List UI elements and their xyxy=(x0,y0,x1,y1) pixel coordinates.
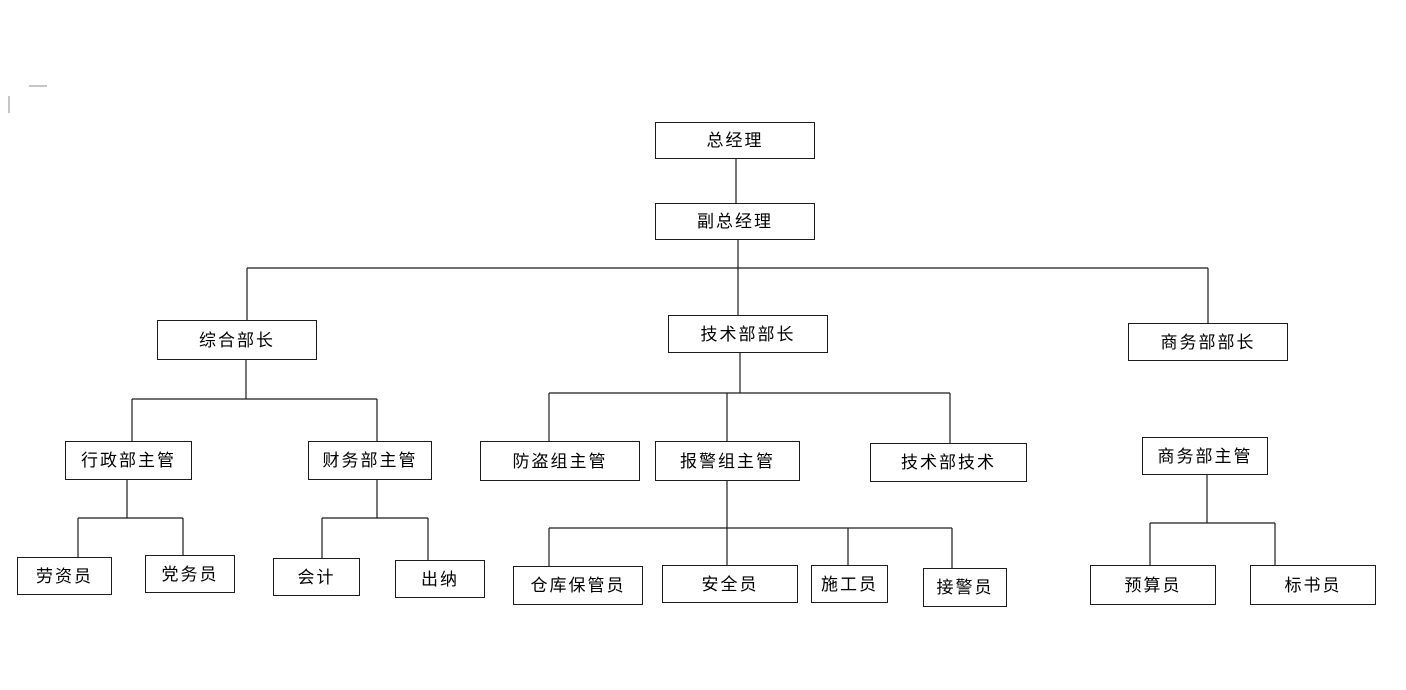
org-node-cwzg[interactable]: 财务部主管 xyxy=(308,441,432,480)
org-node-swbz[interactable]: 商务部部长 xyxy=(1128,323,1288,361)
org-node-kj[interactable]: 会计 xyxy=(273,558,360,596)
org-node-bsy[interactable]: 标书员 xyxy=(1250,565,1376,605)
org-node-ckbgy[interactable]: 仓库保管员 xyxy=(513,566,643,605)
org-node-jjy[interactable]: 接警员 xyxy=(923,568,1007,607)
org-node-zhbz[interactable]: 综合部长 xyxy=(157,320,317,360)
org-node-jsbz[interactable]: 技术部部长 xyxy=(668,315,828,353)
org-node-swzg[interactable]: 商务部主管 xyxy=(1142,437,1268,475)
org-node-dgm[interactable]: 副总经理 xyxy=(655,203,815,240)
org-node-aqy[interactable]: 安全员 xyxy=(662,565,798,603)
org-node-xzzg[interactable]: 行政部主管 xyxy=(65,441,192,480)
org-chart-connectors xyxy=(77,159,1276,568)
org-node-ysy[interactable]: 预算员 xyxy=(1090,565,1216,605)
page-margin-mark xyxy=(8,85,47,113)
org-node-jsjs[interactable]: 技术部技术 xyxy=(870,443,1027,482)
org-node-lzy[interactable]: 劳资员 xyxy=(17,557,112,595)
org-node-fdzg[interactable]: 防盗组主管 xyxy=(480,441,640,481)
org-node-bjzg[interactable]: 报警组主管 xyxy=(655,441,800,481)
org-node-gm[interactable]: 总经理 xyxy=(655,122,815,159)
org-node-dwy[interactable]: 党务员 xyxy=(145,555,235,593)
org-node-cn[interactable]: 出纳 xyxy=(395,560,485,598)
org-node-sgy[interactable]: 施工员 xyxy=(811,565,888,603)
